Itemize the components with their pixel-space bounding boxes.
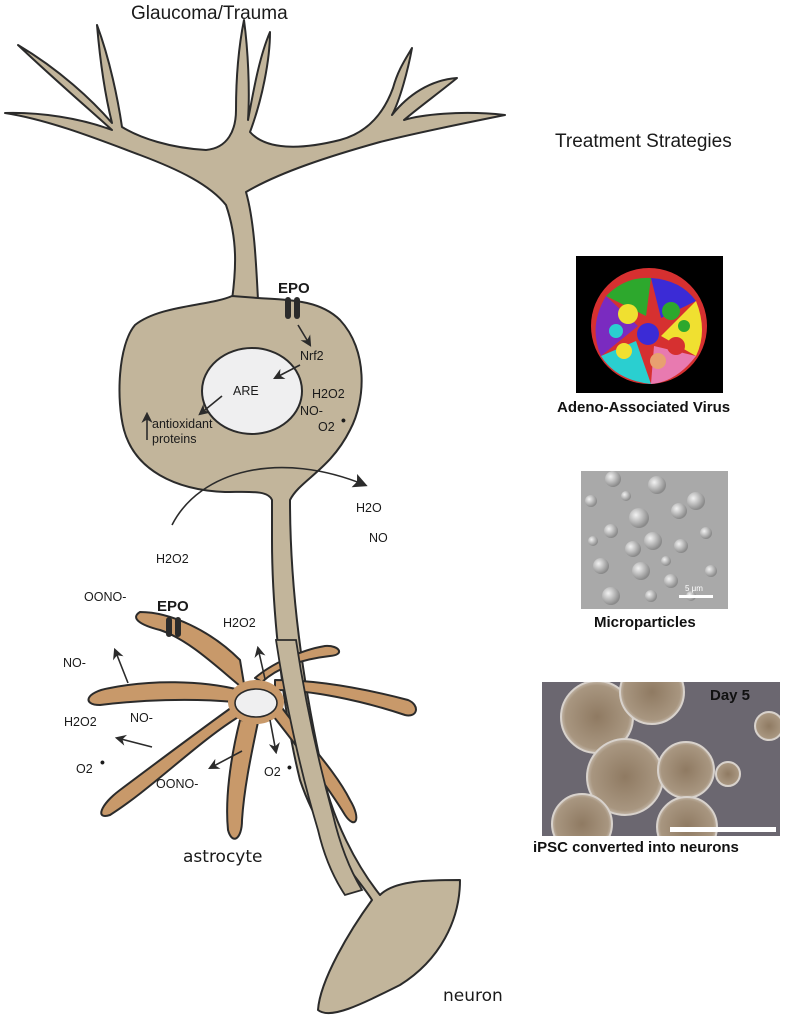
- h2o-product-label: H2O: [356, 501, 382, 515]
- astro-h2o2-top-label: H2O2: [223, 616, 256, 630]
- figure-title: Glaucoma/Trauma: [131, 3, 288, 24]
- ipsc-day-label: Day 5: [710, 687, 751, 704]
- astrocyte-epo-label: EPO: [157, 598, 189, 615]
- no-product-label: NO: [369, 531, 388, 545]
- ipsc-caption: iPSC converted into neurons: [533, 839, 739, 856]
- astro-no-mid-label: NO-: [130, 711, 153, 725]
- antioxidant-label-2: proteins: [152, 432, 197, 446]
- neuron-o2-radical-dot: •: [341, 412, 346, 428]
- astro-arrow-no: [113, 647, 129, 684]
- astro-h2o2-left-label: H2O2: [64, 715, 97, 729]
- astro-oono-label: OONO-: [156, 777, 199, 791]
- ipsc-neurosphere-icon: [551, 682, 780, 836]
- nrf2-label: Nrf2: [300, 349, 324, 363]
- aav-caption: Adeno-Associated Virus: [557, 399, 731, 416]
- neuron-dendrites: [4, 19, 506, 301]
- astro-o2-right-dot: •: [287, 759, 292, 775]
- astrocyte-epo-receptor: [166, 617, 181, 637]
- astrocyte-label: astrocyte: [183, 847, 263, 867]
- astro-arrow-o2: [268, 719, 280, 755]
- microparticles-icon: [585, 471, 717, 605]
- microparticles-caption: Microparticles: [594, 614, 696, 631]
- astrocyte-body: [87, 611, 417, 840]
- astro-arrow-oono: [208, 750, 243, 770]
- are-label: ARE: [233, 384, 259, 398]
- astro-o2-left-label: O2: [76, 762, 93, 776]
- nrf2-to-are-arrow: [273, 364, 301, 380]
- microparticles-scale-bar-label: 5 μm: [685, 584, 703, 593]
- ipsc-image: Day 5: [542, 682, 780, 836]
- detox-arrow: [171, 466, 368, 526]
- astro-arrow-h2o2-top: [254, 645, 266, 680]
- epo-to-nrf2-arrow: [297, 324, 312, 347]
- axon-overlay: [274, 639, 364, 897]
- antioxidant-label-1: antioxidant: [152, 417, 213, 431]
- neuron-epo-receptor: [285, 297, 300, 319]
- extracellular-oono-label: OONO-: [84, 590, 127, 604]
- astro-arrow-h2o2-left: [114, 734, 153, 748]
- astrocyte-nucleus: [234, 688, 278, 718]
- treatment-heading: Treatment Strategies: [555, 131, 732, 152]
- neuron-epo-label: EPO: [278, 280, 310, 297]
- neuron-no-label: NO-: [300, 404, 323, 418]
- astro-no-left-label: NO-: [63, 656, 86, 670]
- neuron-label: neuron: [443, 986, 503, 1006]
- aav-image: [576, 256, 723, 393]
- microparticles-image: 5 μm: [581, 471, 728, 609]
- neuron-h2o2-label: H2O2: [312, 387, 345, 401]
- extracellular-h2o2-label: H2O2: [156, 552, 189, 566]
- neuron-o2-label: O2: [318, 420, 335, 434]
- astro-o2-right-label: O2: [264, 765, 281, 779]
- astro-o2-left-dot: •: [100, 754, 105, 770]
- are-to-proteins-arrow: [198, 395, 223, 416]
- aav-capsid-icon: [591, 268, 707, 384]
